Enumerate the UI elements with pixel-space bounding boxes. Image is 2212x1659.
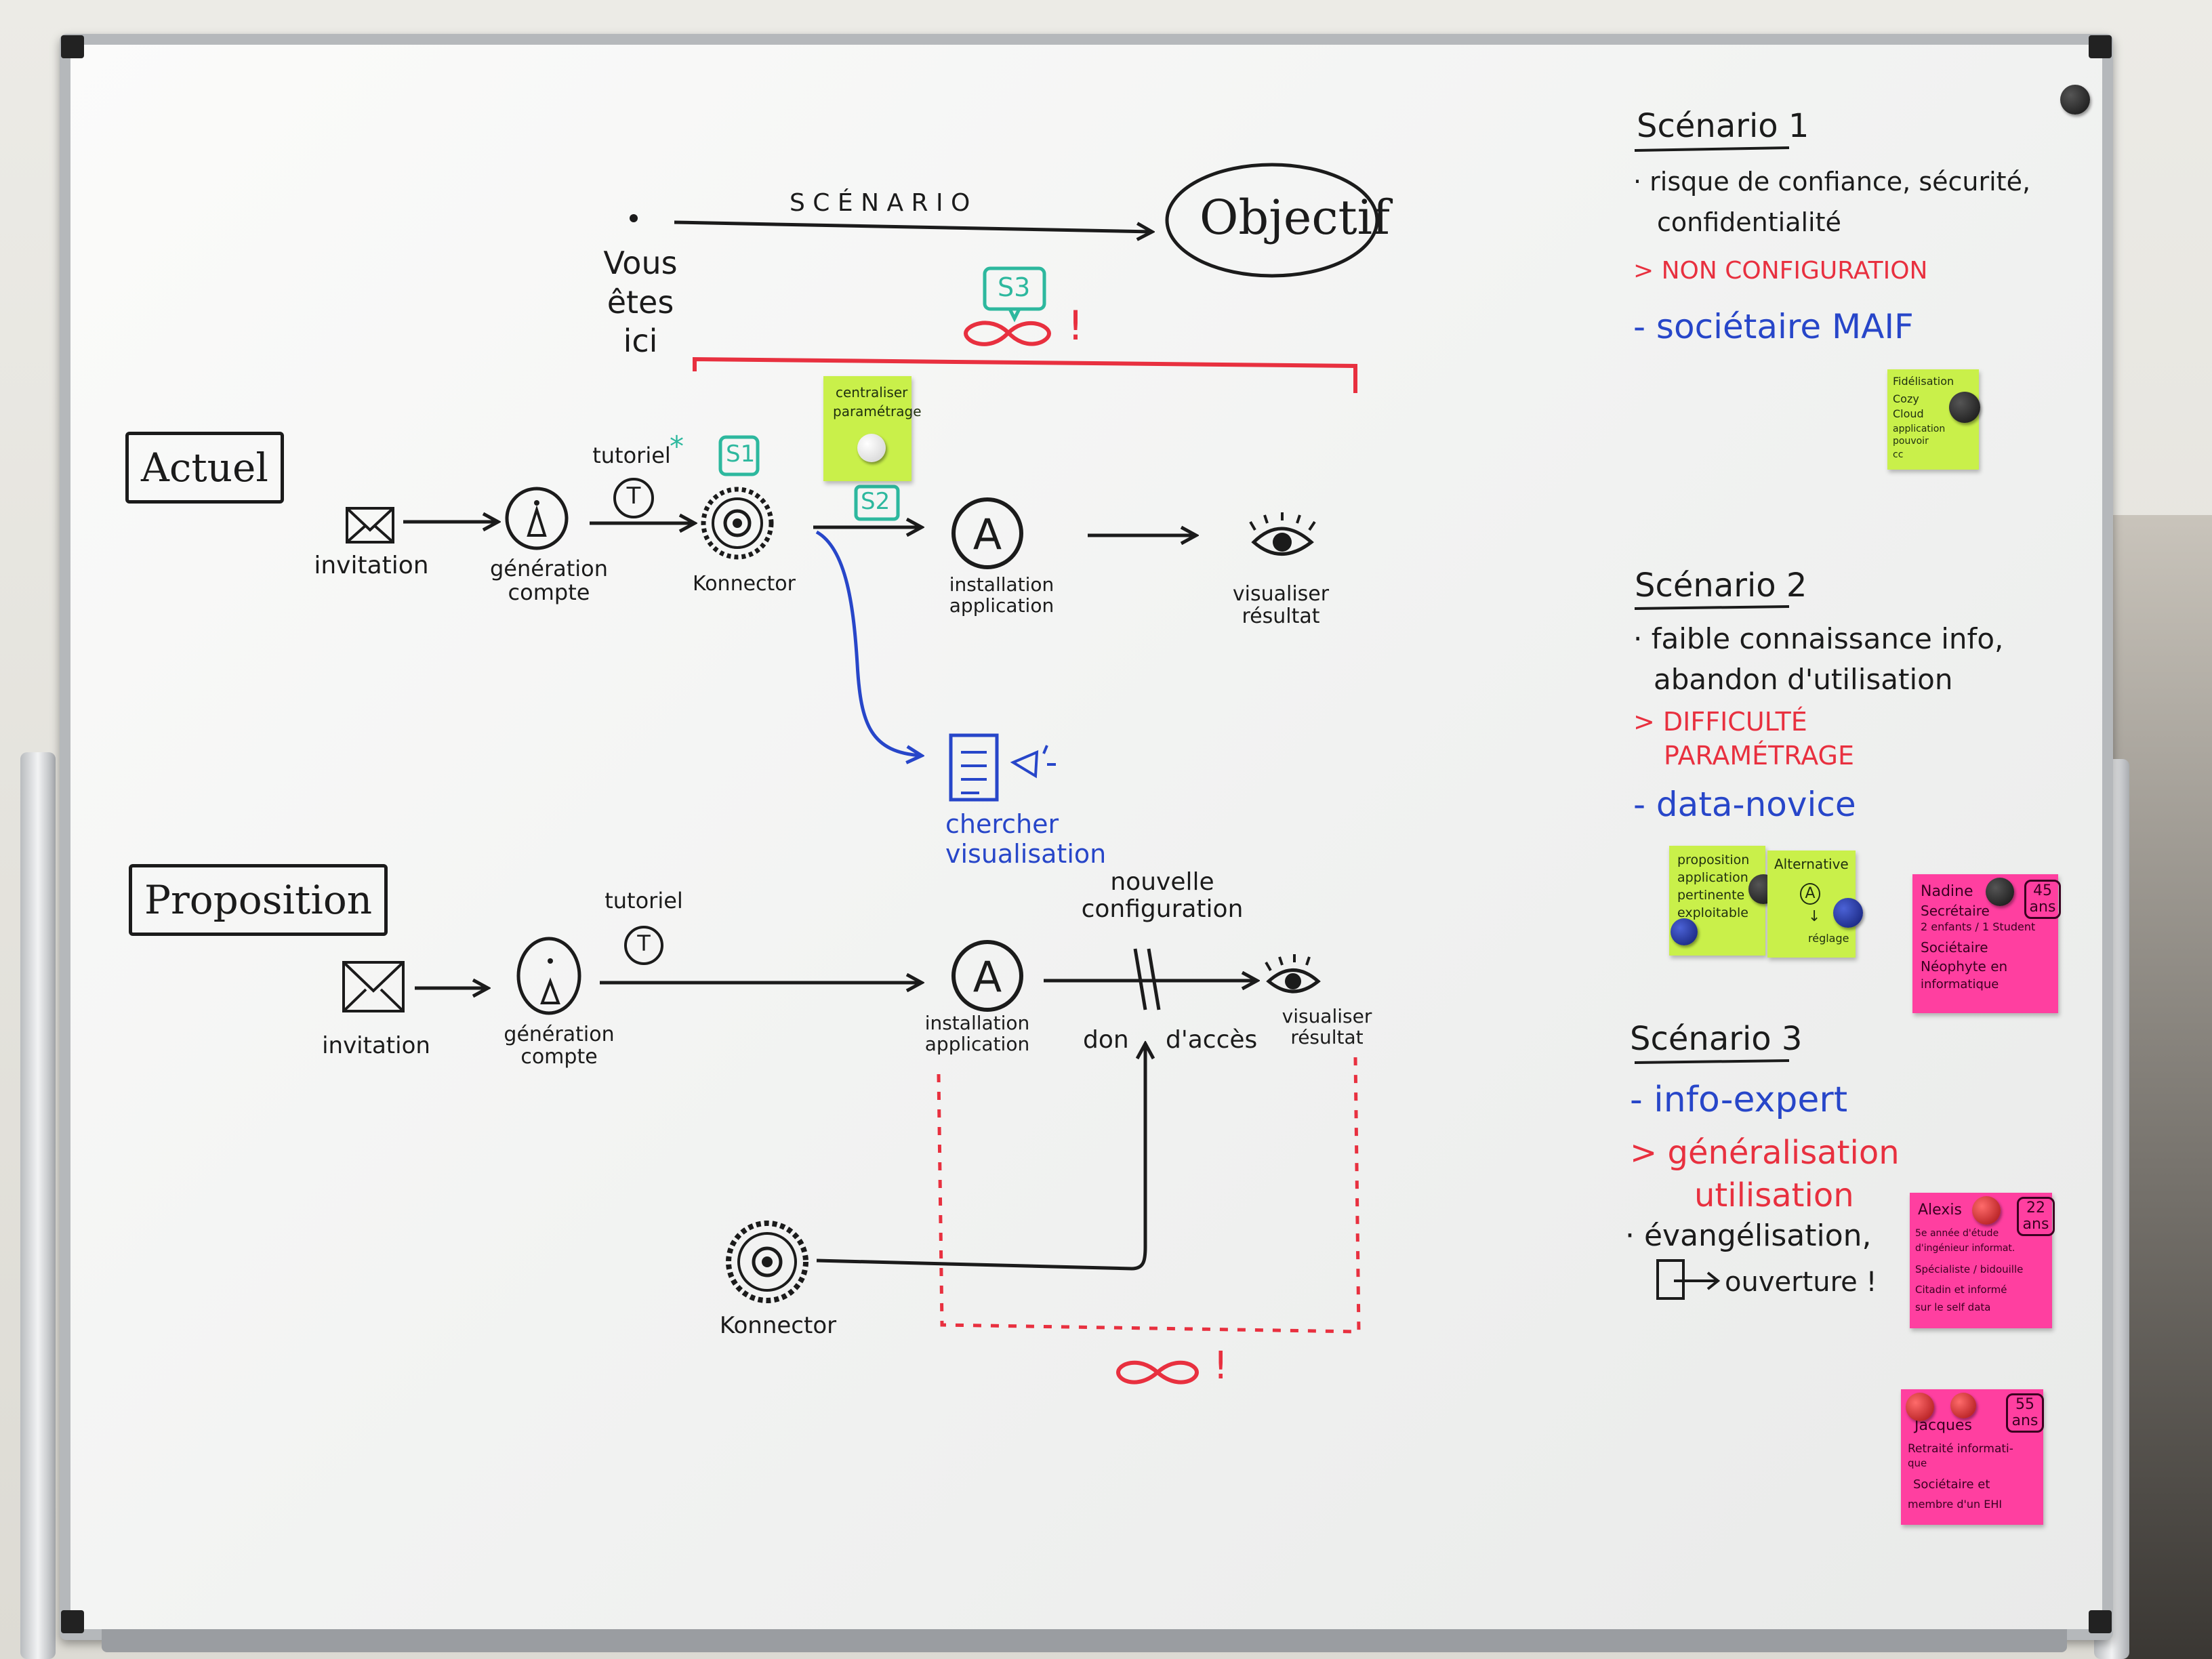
document-icon: [949, 733, 999, 802]
scenario-2-problem: > DIFFICULTÉ: [1633, 707, 1807, 737]
magnet: [1950, 1393, 1976, 1418]
actuel-visualiser-label: visualiser résultat: [1232, 582, 1330, 628]
start-label: Vous êtes ici: [603, 245, 678, 359]
search-cursor-icon: [1010, 745, 1056, 779]
s3-tag: S3: [998, 272, 1031, 302]
prop-tutoriel-label: tutoriel: [605, 888, 683, 914]
actuel-app-icon-letter: A: [972, 510, 1002, 559]
dacces-label: d'accès: [1166, 1026, 1258, 1054]
frame-corner: [61, 35, 84, 58]
scenario-3-bullet: · évangélisation,: [1625, 1218, 1872, 1253]
magnet: [1986, 878, 2014, 906]
scenario-3-persona: - info-expert: [1630, 1080, 1848, 1120]
tutorial-icon: [624, 926, 663, 965]
red-bracket-bottom: [937, 1057, 1361, 1334]
start-dot: [630, 214, 638, 222]
envelope-icon: [342, 961, 405, 1012]
scenario-3-problem: utilisation: [1694, 1176, 1854, 1214]
eye-icon: [1266, 968, 1321, 994]
konnector-config-arrow: [816, 1044, 1145, 1271]
don-label: don: [1083, 1026, 1129, 1054]
tutorial-icon: [613, 478, 654, 518]
section-actuel: Actuel: [125, 432, 284, 504]
goal-label: Objectif: [1200, 190, 1390, 245]
sticky-proposition-app: proposition application pertinente explo…: [1669, 846, 1765, 956]
magnet: [1972, 1196, 2001, 1225]
red-bracket-top: [693, 356, 1357, 393]
scenario-label: S C É N A R I O: [790, 189, 970, 217]
s2-tag: S2: [861, 488, 890, 515]
sticky-persona-alexis: 22 ans Alexis 5e année d'étude d'ingénie…: [1910, 1193, 2055, 1328]
chercher-visualisation-label: chercher visualisation: [945, 809, 1107, 869]
actuel-t-icon: T: [626, 483, 641, 510]
frame-corner: [61, 1610, 84, 1633]
magnet: [2060, 85, 2090, 115]
frame-corner: [2089, 35, 2112, 58]
goal-ellipse: [1165, 163, 1379, 278]
magnet: [857, 434, 886, 462]
scenario-3-bullet: ouverture !: [1725, 1267, 1877, 1298]
account-icon: [505, 487, 569, 550]
prop-konnector-label: Konnector: [719, 1312, 837, 1339]
magnet: [1949, 392, 1980, 423]
account-icon: [516, 937, 581, 1015]
infinity-icon: [1115, 1360, 1200, 1385]
sticky-alternative: Alternative A ↓ réglage: [1767, 851, 1856, 958]
scenario-1-problem: > NON CONFIGURATION: [1633, 257, 1928, 285]
application-icon: [951, 497, 1023, 569]
actuel-tutoriel-label: tutoriel: [592, 443, 671, 468]
konnector-icon: [726, 1221, 808, 1303]
infinity-icon: [963, 321, 1052, 346]
magnet: [1833, 898, 1863, 928]
section-proposition: Proposition: [129, 864, 388, 936]
magnet: [1671, 918, 1698, 945]
prop-installation-label: installation application: [924, 1012, 1030, 1055]
s3-exclaim: !: [1067, 302, 1084, 350]
sticky-centraliser: centraliser paramétrage: [823, 376, 922, 481]
config-break-mark: [1133, 948, 1161, 1010]
actuel-generation-label: génération compte: [489, 556, 609, 606]
prop-t-icon: T: [637, 930, 651, 956]
konnector-icon: [701, 487, 774, 560]
tutoriel-asterisk: *: [670, 430, 684, 463]
actuel-konnector-label: Konnector: [693, 572, 796, 596]
blue-branch-arrow: [815, 530, 922, 756]
s3-tag-box: [983, 266, 1046, 311]
magnet: [1906, 1393, 1934, 1421]
scenario-2-persona: - data-novice: [1633, 785, 1856, 824]
prop-invitation-label: invitation: [322, 1032, 430, 1059]
envelope-icon: [346, 507, 394, 544]
frame-corner: [2089, 1610, 2112, 1633]
scenario-1-bullet: · risque de confiance, sécurité,: [1633, 167, 2031, 197]
scenario-3-problem: > généralisation: [1630, 1134, 1900, 1172]
application-icon: [951, 940, 1023, 1012]
scenario-1-bullet: confidentialité: [1657, 207, 1841, 237]
scenario-2-bullet: abandon d'utilisation: [1654, 663, 1953, 696]
scenario-2-bullet: · faible connaissance info,: [1633, 622, 2004, 655]
eye-icon: [1251, 527, 1314, 556]
s2-tag-box: [854, 485, 900, 521]
left-stand-leg: [20, 752, 56, 1659]
nouvelle-configuration-label: nouvelle configuration: [1081, 868, 1244, 923]
scenario-3-title: Scénario 3: [1630, 1020, 1803, 1058]
prop-visualiser-label: visualiser résultat: [1282, 1005, 1372, 1048]
whiteboard: [70, 45, 2102, 1629]
s1-tag: S1: [726, 441, 756, 468]
scenario-2-title: Scénario 2: [1635, 567, 1807, 605]
actuel-installation-label: installation application: [949, 573, 1054, 617]
scenario-arrow: [674, 220, 1152, 232]
sticky-persona-nadine: 45 ans Nadine Secrétaire 2 enfants / 1 S…: [1912, 874, 2061, 1013]
scenario-2-problem: PARAMÉTRAGE: [1664, 741, 1854, 771]
s1-tag-box: [718, 435, 760, 476]
prop-app-icon-letter: A: [972, 952, 1002, 1002]
actuel-invitation-label: invitation: [314, 552, 429, 579]
scenario-1-title: Scénario 1: [1637, 107, 1809, 145]
scenario-1-persona: - sociétaire MAIF: [1633, 307, 1914, 346]
bottom-exclaim: !: [1213, 1344, 1229, 1388]
marker-tray: [102, 1629, 2067, 1652]
prop-generation-label: génération compte: [504, 1023, 615, 1069]
